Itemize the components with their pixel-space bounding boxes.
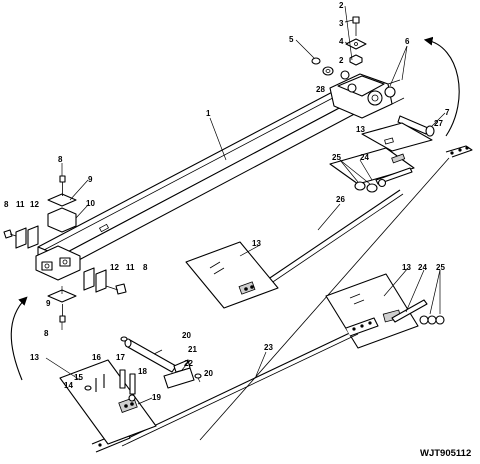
cable-26: [254, 189, 404, 293]
callout-13-middle: 13: [252, 239, 261, 248]
callout-1: 1: [206, 109, 211, 118]
callout-2: 2: [339, 56, 344, 65]
callout-8-right: 8: [143, 263, 148, 272]
callout-13-upper: 13: [356, 125, 365, 134]
cable-23: [119, 329, 359, 447]
callout-11-right: 11: [126, 263, 135, 272]
main-tube: [37, 87, 363, 271]
callout-8-lower: 8: [44, 329, 49, 338]
slide-pad-13-upper: [361, 122, 433, 152]
callout-8-left: 8: [4, 200, 9, 209]
callout-15: 15: [74, 373, 83, 382]
plate-9-lower: [47, 289, 77, 303]
screw-8-upper: [59, 175, 66, 196]
callout-16: 16: [92, 353, 101, 362]
callout-22: 22: [184, 359, 193, 368]
plate-4: [345, 38, 367, 50]
callout-25-upper: 25: [332, 153, 341, 162]
leader-lines: [45, 5, 446, 405]
plate-9-upper: [47, 193, 77, 207]
callout-24-upper: 24: [360, 153, 369, 162]
screw-8-left: [3, 229, 17, 239]
callout-12-left: 12: [30, 200, 39, 209]
arrow-bottom-left: [10, 296, 28, 381]
clip-20: [120, 336, 202, 379]
roller-pin-7: [397, 115, 435, 137]
plate-10: [47, 207, 77, 233]
slide-pad-13-middle: [185, 241, 279, 309]
callout-9-upper: 9: [88, 175, 93, 184]
nuts-25-upper: [354, 181, 378, 193]
callout-28: 28: [316, 85, 325, 94]
pin-18: [128, 373, 136, 402]
pin-17: [119, 369, 126, 389]
plates-11-12-left: [15, 225, 39, 249]
callout-26: 26: [336, 195, 345, 204]
callout-23: 23: [264, 343, 273, 352]
callout-19: 19: [152, 393, 161, 402]
callout-4: 4: [339, 37, 344, 46]
cap-screw-3: [352, 16, 360, 36]
callout-2-top: 2: [339, 1, 344, 10]
callout-11-left: 11: [16, 200, 25, 209]
chain-upper-right: [199, 145, 473, 441]
callout-9-lower: 9: [46, 299, 51, 308]
link-24-lower: [391, 299, 428, 323]
callout-6: 6: [405, 37, 410, 46]
callout-24-lower: 24: [418, 263, 427, 272]
callout-20-upper: 20: [182, 331, 191, 340]
chain-lower-right: [345, 317, 379, 337]
arrow-top-right: [423, 36, 460, 137]
callout-25-lower: 25: [436, 263, 445, 272]
washer-5: [311, 57, 334, 76]
figure-code: WJT905112: [420, 448, 471, 459]
callout-17: 17: [116, 353, 125, 362]
pad-plate-upper-right: [329, 147, 415, 185]
screw-8-right: [105, 283, 127, 295]
callout-12-right: 12: [110, 263, 119, 272]
callout-27: 27: [434, 119, 443, 128]
shaft-21: [124, 338, 177, 373]
callout-13-lower-right: 13: [402, 263, 411, 272]
left-end-assembly: [35, 245, 81, 281]
pins-15-16: [84, 374, 105, 392]
callout-labels: 1 2 3 4 2 5 6 7 27 28 8 9 10 8 11 12 12 …: [4, 1, 450, 402]
nuts-25-lower: [419, 315, 445, 325]
bracket-22: [163, 359, 195, 389]
callout-21: 21: [188, 345, 197, 354]
callout-7: 7: [445, 108, 450, 117]
plates-11-12-right: [83, 267, 107, 293]
callout-10: 10: [86, 199, 95, 208]
callout-5: 5: [289, 35, 294, 44]
top-end-assembly: [329, 70, 405, 119]
callout-14: 14: [64, 381, 73, 390]
callout-18: 18: [138, 367, 147, 376]
callout-20-lower: 20: [204, 369, 213, 378]
nut-2: [349, 54, 363, 66]
callout-13-lower-left: 13: [30, 353, 39, 362]
screw-8-lower: [59, 304, 66, 323]
callout-3: 3: [339, 19, 344, 28]
link-24-upper: [375, 167, 413, 188]
callout-8-upper: 8: [58, 155, 63, 164]
